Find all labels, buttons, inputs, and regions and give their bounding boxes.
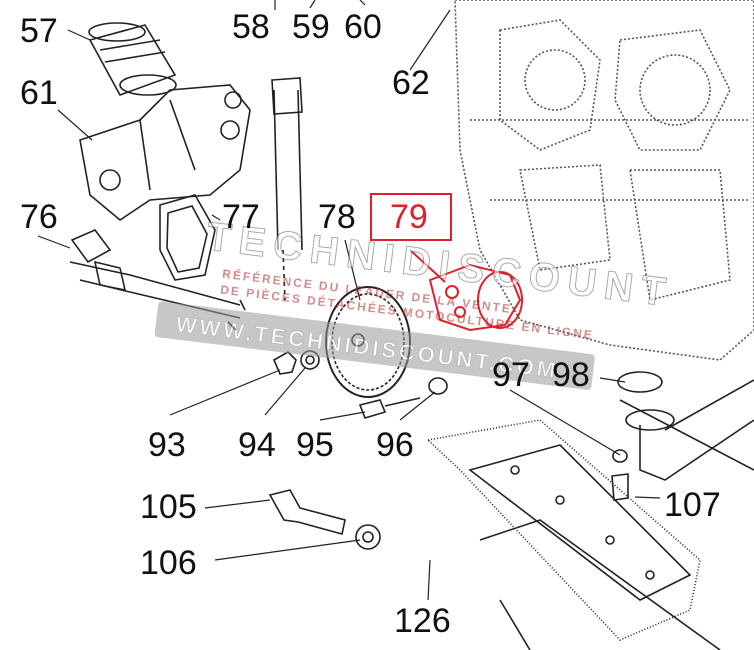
oil-filter-57	[88, 22, 177, 96]
parts-97-98-107	[611, 371, 754, 501]
callout-58[interactable]: 58	[232, 8, 270, 46]
callout-126[interactable]: 126	[394, 602, 451, 640]
callout-79[interactable]: 79	[390, 198, 428, 236]
pump-housing-61	[79, 84, 251, 221]
callout-76[interactable]: 76	[20, 198, 58, 236]
highlight-box-79	[370, 193, 452, 241]
callout-97[interactable]: 97	[492, 356, 530, 394]
callout-57[interactable]: 57	[20, 12, 58, 50]
callout-107[interactable]: 107	[664, 486, 721, 524]
callout-93[interactable]: 93	[148, 426, 186, 464]
small-hardware	[272, 350, 448, 419]
sensor-105	[268, 489, 346, 535]
callout-59[interactable]: 59	[292, 8, 330, 46]
oil-pan-gasket-126	[426, 419, 701, 641]
callout-106[interactable]: 106	[140, 544, 197, 582]
callout-62[interactable]: 62	[392, 64, 430, 102]
engine-block	[454, 0, 754, 361]
callout-60[interactable]: 60	[344, 8, 382, 46]
callout-61[interactable]: 61	[20, 74, 58, 112]
callout-95[interactable]: 95	[296, 426, 334, 464]
callout-96[interactable]: 96	[376, 426, 414, 464]
washer-106	[355, 524, 381, 550]
callout-77[interactable]: 77	[222, 198, 260, 236]
part-79	[409, 249, 523, 332]
vertical-pipe	[271, 77, 303, 301]
callout-78[interactable]: 78	[318, 198, 356, 236]
callout-105[interactable]: 105	[140, 488, 197, 526]
leader-lines	[37, 0, 661, 601]
callout-94[interactable]: 94	[238, 426, 276, 464]
callout-98[interactable]: 98	[552, 356, 590, 394]
oil-pan	[479, 399, 754, 650]
gasket-77	[159, 194, 216, 281]
